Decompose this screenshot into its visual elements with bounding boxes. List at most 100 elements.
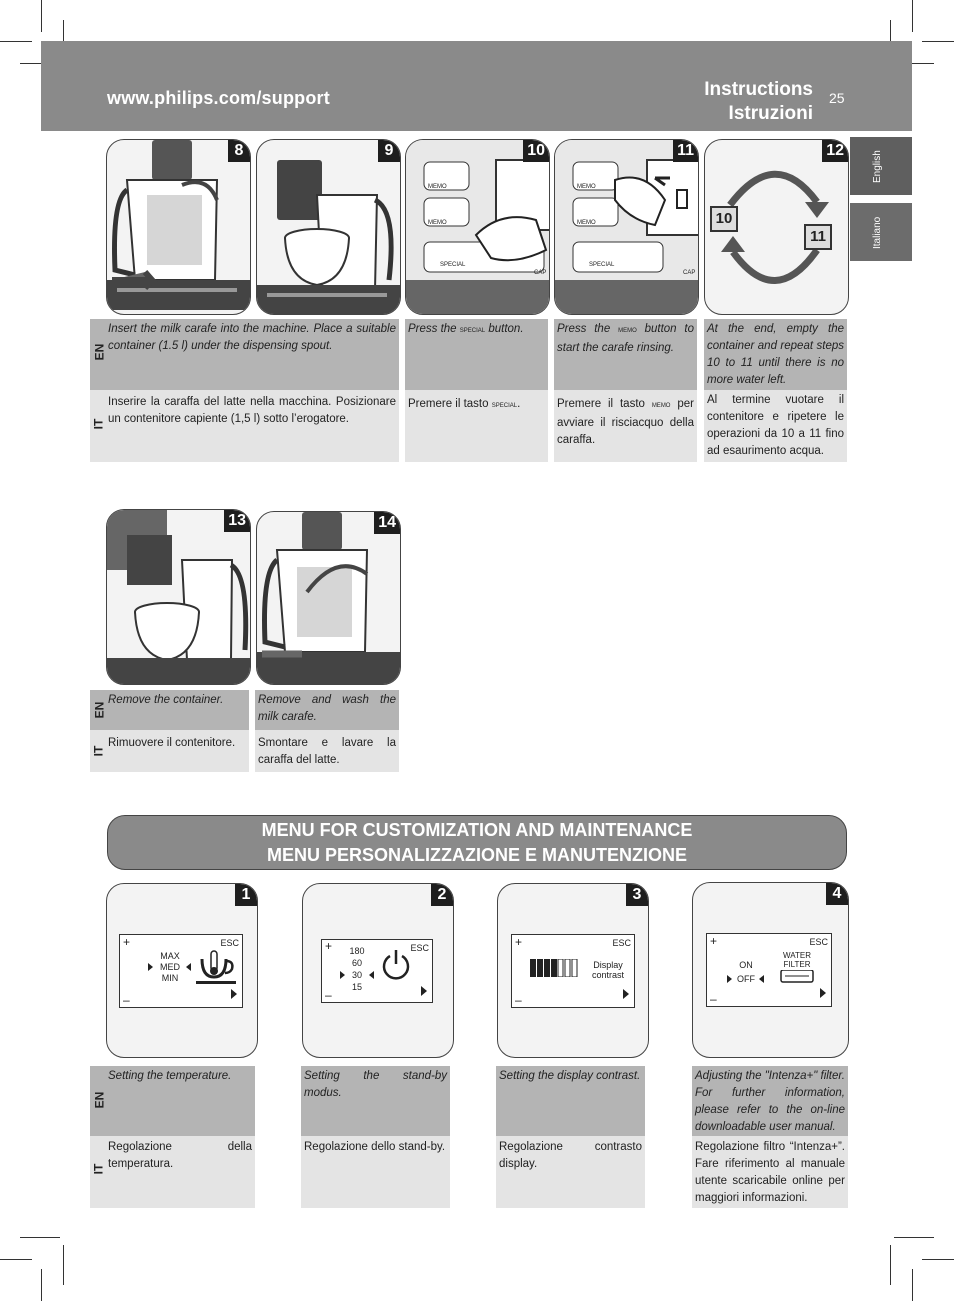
lcd-option-min: MIN [161, 973, 179, 983]
lcd-minus: – [710, 992, 717, 1006]
figure-number: 2 [431, 884, 453, 906]
filter-label: FILTER [783, 960, 811, 969]
page-title: Instructions Istruzioni [704, 78, 813, 126]
crop-mark [63, 20, 64, 60]
cap-label: CAP [683, 270, 696, 276]
figure-number: 8 [228, 140, 250, 162]
lcd-display: + ESC – ON OFF WATER FILTER [706, 933, 832, 1007]
crop-mark [894, 63, 934, 64]
memo-button-icon: MEMO [651, 403, 671, 409]
cap-label: CAP [534, 270, 547, 276]
support-url[interactable]: www.philips.com/support [107, 88, 330, 108]
step-8-en-text: Insert the milk carafe into the machine.… [108, 323, 396, 352]
carafe-illustration [107, 140, 250, 310]
step-11-en: Press the MEMO button to start the caraf… [554, 319, 697, 390]
figure-number: 9 [378, 140, 400, 162]
next-arrow-icon [623, 989, 629, 999]
crop-mark [41, 1269, 42, 1301]
menu-4-it-text: Regolazione filtro “Intenza+”. Fare rife… [695, 1141, 845, 1204]
step-10-it: Premere il tasto SPECIAL. [405, 390, 548, 462]
tab-italiano-label: Italiano [872, 216, 883, 249]
repeat-loop-diagram [721, 170, 829, 284]
selector-left-icon [148, 963, 153, 971]
step-10-en-post: button. [488, 323, 524, 335]
step-10-en-pre: Press the [408, 323, 457, 335]
title-italian: Istruzioni [728, 103, 813, 124]
memo-label: MEMO [577, 220, 596, 226]
lang-label-it: IT [91, 1163, 106, 1175]
selector-left-icon [727, 975, 732, 983]
menu-title-it: MENU PERSONALIZZAZIONE E MANUTENZIONE [266, 845, 687, 865]
menu-section-banner: MENU FOR CUSTOMIZATION AND MAINTENANCE M… [107, 815, 847, 870]
special-label: SPECIAL [589, 262, 615, 268]
thermometer-cup-icon [196, 950, 236, 984]
special-button-icon: SPECIAL [491, 403, 518, 409]
menu-1-en-text: Setting the temperature. [108, 1070, 232, 1082]
lcd-plus: + [325, 939, 333, 953]
water-label: WATER [783, 951, 811, 960]
control-panel-illustration [555, 140, 698, 314]
step-11-it: Premere il tasto MEMO per avviare il ris… [554, 390, 697, 462]
crop-mark [20, 1237, 60, 1238]
menu-4-en-text: Adjusting the "Intenza+" filter. For fur… [695, 1070, 845, 1133]
title-english: Instructions [704, 79, 813, 100]
crop-mark [912, 0, 913, 32]
lcd-plus: + [123, 935, 131, 949]
step-10-badge: 10 [710, 206, 738, 232]
selector-right-icon [369, 971, 374, 979]
crop-mark [922, 1259, 954, 1260]
crop-mark [0, 41, 32, 42]
step-12-it-text: Al termine vuotare il contenitore e ripe… [707, 394, 844, 457]
lcd-display: + ESC – MAX MED MIN [119, 934, 243, 1008]
lcd-option-max: MAX [160, 951, 180, 961]
crop-mark [922, 41, 954, 42]
lang-label-en: EN [92, 343, 107, 361]
figure-number: 12 [822, 140, 848, 162]
step-8-it: Inserire la caraffa del latte nella macc… [90, 390, 399, 462]
step-14-en-text: Remove and wash the milk carafe. [258, 694, 396, 723]
lcd-option-180: 180 [349, 946, 365, 956]
menu-title-en: MENU FOR CUSTOMIZATION AND MAINTENANCE [261, 820, 693, 840]
figure-8-insert-carafe: 8 [106, 139, 251, 315]
water-filter-label: WATER FILTER [777, 951, 817, 969]
memo-label: MEMO [577, 184, 596, 190]
figure-10-press-special: MEMO MEMO SPECIAL CAP 10 [405, 139, 550, 315]
figure-number: 1 [235, 884, 257, 906]
lcd-contrast-label: contrast [591, 970, 624, 980]
menu-1-it: Regolazione della temperatura. [90, 1136, 255, 1208]
crop-mark [41, 0, 42, 32]
figure-number: 14 [374, 512, 400, 534]
page-number: 25 [829, 90, 845, 106]
menu-3-en: Setting the display contrast. [496, 1066, 645, 1136]
crop-mark [20, 63, 60, 64]
lcd-option-15: 15 [351, 982, 362, 992]
lcd-display: + ESC – Display contrast [511, 934, 635, 1008]
menu-1-it-text: Regolazione della temperatura. [108, 1141, 252, 1170]
carafe-illustration [257, 512, 400, 684]
container-illustration [107, 510, 250, 684]
lcd-option-off: OFF [737, 974, 755, 984]
step-10-it-post: . [517, 398, 521, 410]
step-13-en-text: Remove the container. [108, 694, 224, 706]
lcd-plus: + [515, 935, 523, 949]
step-14-it: Smontare e lavare la caraffa del latte. [255, 730, 399, 772]
lcd-minus: – [123, 993, 130, 1007]
lcd-plus: + [710, 934, 718, 948]
lcd-display: + ESC – 180 60 30 15 [321, 939, 433, 1003]
menu-2-it: Regolazione dello stand-by. [301, 1136, 450, 1208]
step-11-en-post: button to start the carafe rinsing. [557, 323, 694, 354]
memo-label: MEMO [428, 220, 447, 226]
crop-mark [894, 1237, 934, 1238]
figure-11-press-memo: MEMO MEMO SPECIAL CAP 11 [554, 139, 699, 315]
lcd-esc: ESC [612, 938, 631, 948]
memo-button-icon: MEMO [618, 328, 637, 334]
menu-figure-1-temperature: + ESC – MAX MED MIN 1 [106, 883, 258, 1058]
lcd-option-30: 30 [351, 970, 362, 980]
filter-cartridge-icon [780, 970, 814, 983]
selector-right-icon [759, 975, 764, 983]
memo-label: MEMO [428, 184, 447, 190]
lcd-esc: ESC [809, 937, 828, 947]
lang-label-it: IT [91, 418, 106, 430]
figure-14-remove-carafe: 14 [256, 511, 401, 685]
special-button-icon: SPECIAL [459, 328, 486, 334]
